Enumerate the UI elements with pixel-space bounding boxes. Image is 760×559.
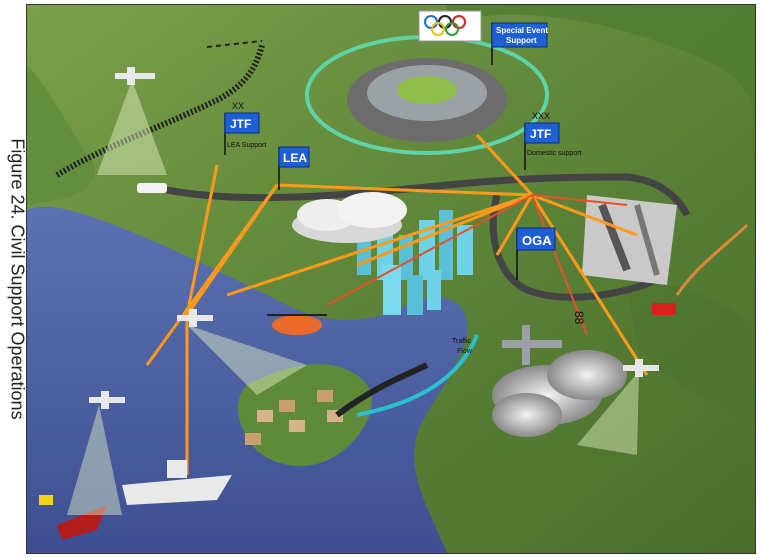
boat-flag [39,495,53,505]
oga-flag-text: OGA [522,233,552,248]
jtf-domestic-caption: Domestic support [527,150,582,157]
patrol-boat [57,505,107,540]
jtf-domestic-flag-text: JTF [530,127,551,141]
lea-flag: LEA [278,146,310,190]
traffic-flow-line2: Flow [457,348,473,355]
airport [582,195,677,285]
olympic-rings-icon [418,10,482,42]
unit-symbol: 88 [572,311,586,325]
left-coast [27,65,96,205]
houses [245,390,343,445]
uav-top-left [115,67,155,85]
lea-flag-text: LEA [283,151,307,165]
civil-support-scene: JTF XX LEA Support LEA JTF XXX Domestic … [26,4,756,554]
jtf-lea-caption: LEA Support [227,142,266,149]
jtf-lea-flag-text: JTF [230,117,251,131]
road-main [163,173,631,202]
special-event-line1: Special Event [496,26,548,35]
uav-lower-left [89,391,125,409]
figure-caption-text: Figure 24. Civil Support Operations [7,138,28,420]
lightning-links [145,133,649,475]
storm-cloud [292,192,407,243]
red-links [326,194,628,336]
traffic-flow-arrow [356,334,479,417]
special-event-line2: Support [506,36,537,45]
jtf-lea-flag: JTF XX LEA Support [224,101,266,155]
peninsula [237,364,372,466]
uav-right [623,359,659,377]
c130-aircraft [502,325,562,365]
road-airport [626,173,691,217]
helicopter [267,314,327,335]
sensor-cones [67,80,639,515]
jtf-domestic-flag: JTF XXX Domestic support [524,111,582,170]
fire-smoke [492,350,627,437]
special-event-flag: Special Event Support [491,22,548,65]
traffic-flow-line1: Traffic [452,338,472,345]
stadium [305,35,549,155]
coast-guard-ship [122,460,232,505]
jtf-lea-echelon: XX [232,101,244,111]
police-car [137,183,167,193]
fire-truck [652,303,676,315]
road-loop [489,194,669,301]
jtf-domestic-echelon: XXX [532,111,550,121]
road-fire [675,223,749,296]
uav-mid-left [177,309,213,327]
traffic-flow-arrow-dark [335,362,429,418]
oga-flag: OGA [516,227,556,280]
border-fence [55,44,265,178]
